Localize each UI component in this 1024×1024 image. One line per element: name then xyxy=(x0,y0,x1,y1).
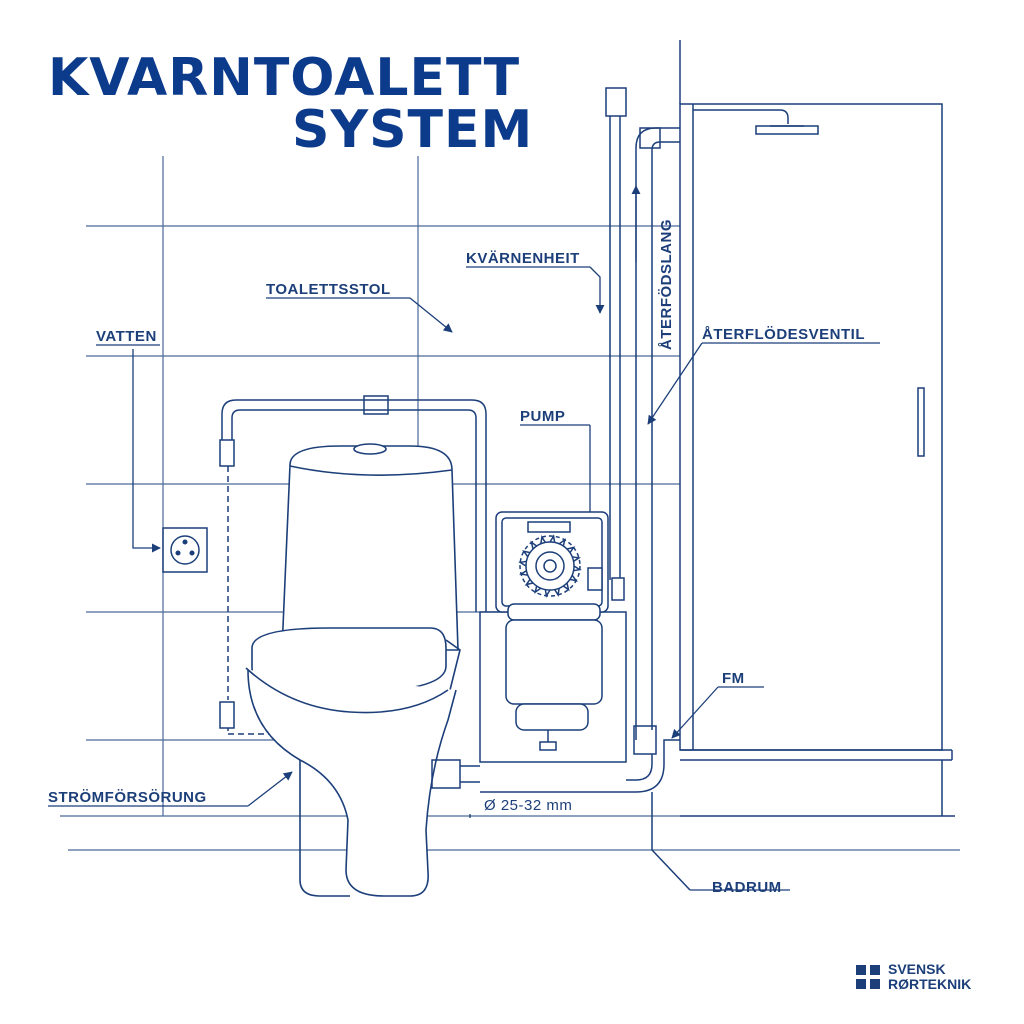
brand-squares-icon xyxy=(856,964,880,989)
grinder-tooth xyxy=(522,550,531,558)
toilet xyxy=(245,443,461,897)
leader-lines xyxy=(48,185,880,891)
grinder-tooth xyxy=(540,535,546,544)
label-aterflodslang: ÅTERFÖDSLANG xyxy=(658,219,675,350)
brand-line-1: SVENSK xyxy=(888,961,946,977)
grinder-tooth xyxy=(530,540,538,550)
drain-pipe xyxy=(431,759,626,793)
grinder-tooth xyxy=(573,565,582,572)
grinder-tooth xyxy=(534,585,542,594)
grinder-tooth xyxy=(566,546,576,554)
brand-line-2: RØRTEKNIK xyxy=(888,975,972,992)
label-badrum: BADRUM xyxy=(712,879,782,896)
label-stromforsorung: STRÖMFÖRSÖRUNG xyxy=(48,789,207,806)
title-line-2: SYSTEM xyxy=(292,100,534,160)
grinder-tooth xyxy=(569,574,578,582)
grinder-tooth xyxy=(544,589,551,598)
label-vatten: VATTEN xyxy=(96,328,157,345)
label-kvarnenheit: KVÄRNENHEIT xyxy=(466,250,580,267)
wall-outlet xyxy=(162,527,208,573)
grinder-tooth xyxy=(562,582,570,592)
grinder-pump-unit xyxy=(479,511,627,763)
grinder-tooth xyxy=(572,556,581,562)
brand-name: SVENSK RØRTEKNIK xyxy=(888,962,971,991)
backflow-pipes xyxy=(605,87,691,891)
grinder-tooth xyxy=(554,588,560,597)
label-aterflodesventil: ÅTERFLÖDESVENTIL xyxy=(702,326,866,343)
label-toalettsstol: TOALETTSSTOL xyxy=(266,281,391,298)
shower-head xyxy=(693,109,819,135)
shower-enclosure xyxy=(679,40,955,817)
label-fm: FM xyxy=(722,670,745,687)
brand-logo: SVENSK RØRTEKNIK xyxy=(856,962,971,991)
grinder-tooth xyxy=(549,534,556,543)
grinder-tooth xyxy=(558,538,566,547)
label-pump: PUMP xyxy=(520,408,566,425)
grinder-tooth xyxy=(519,570,528,576)
grinder-tooth xyxy=(518,560,527,567)
grinder-tooth xyxy=(524,578,534,586)
pump-valve xyxy=(611,577,625,601)
label-dimension: Ø 25-32 mm xyxy=(484,797,573,814)
grinder-blade-icon xyxy=(518,534,582,598)
water-supply-pipe xyxy=(219,395,487,735)
title-line-1: KVARNTOALETT xyxy=(48,48,521,108)
